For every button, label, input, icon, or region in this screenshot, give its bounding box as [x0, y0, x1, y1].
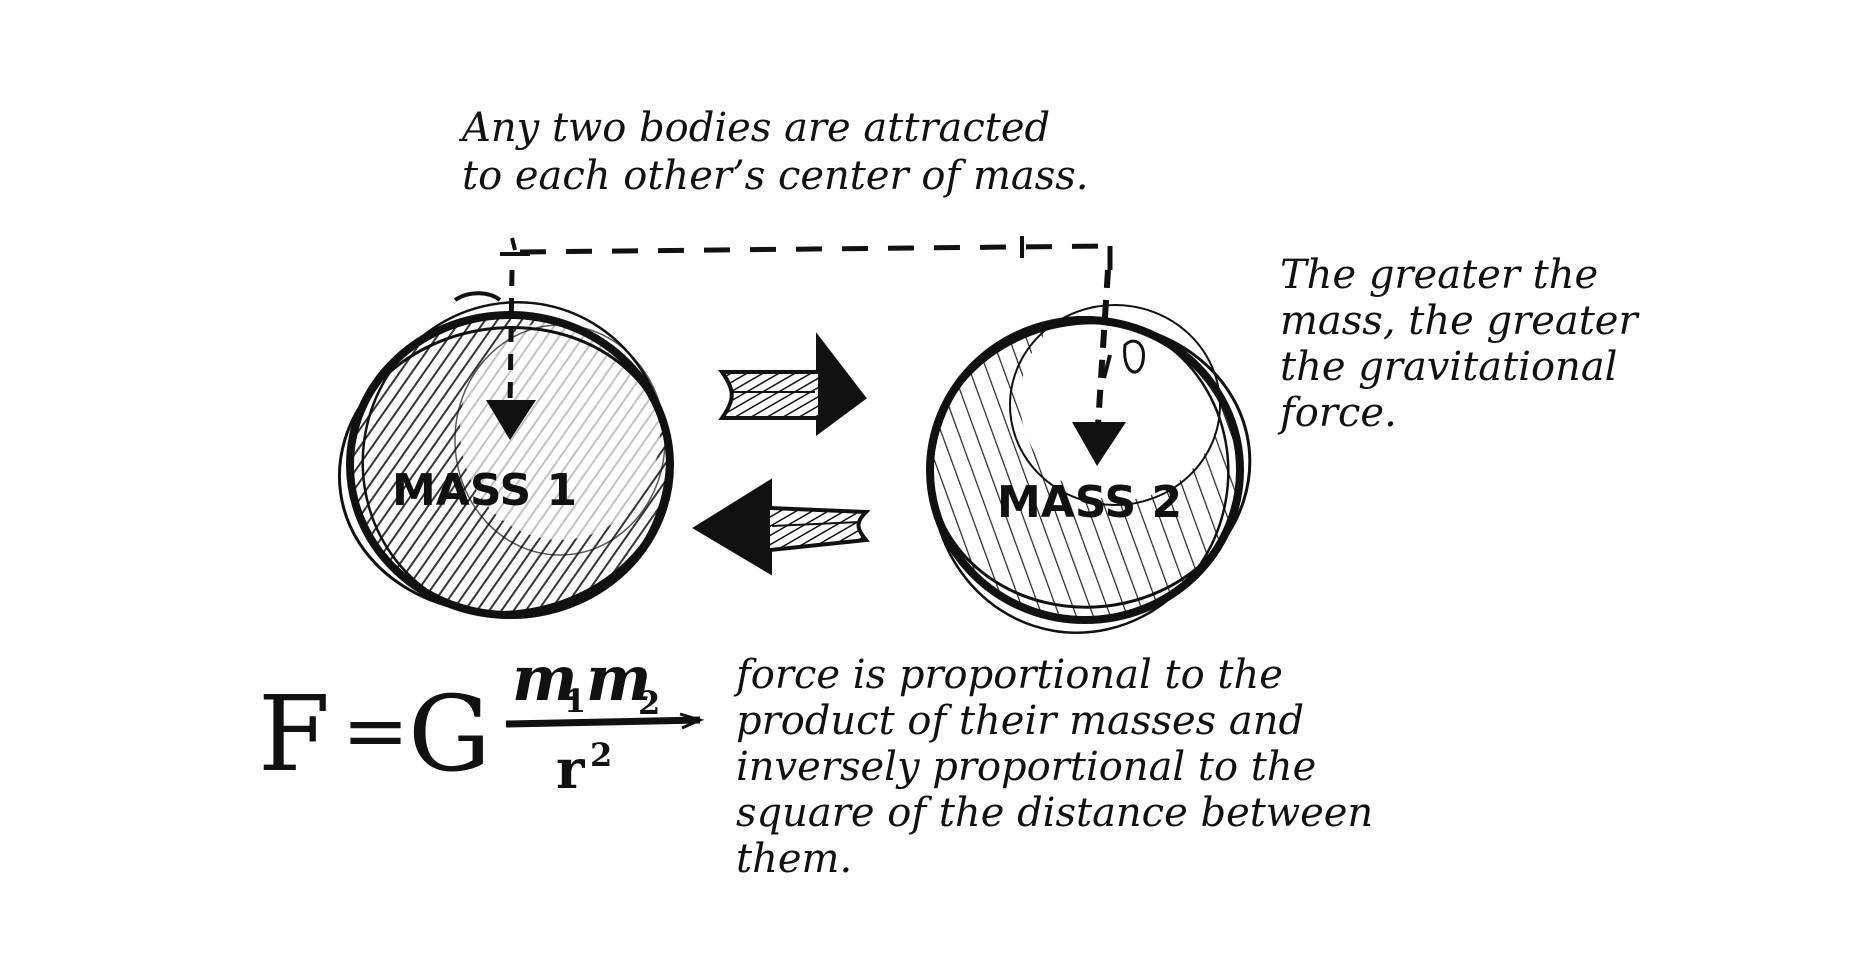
formula-distance-exponent: 2: [590, 736, 612, 774]
caption-attraction: Any two bodies are attracted to each oth…: [462, 105, 1089, 199]
formula-mass-2-symbol: m: [586, 642, 652, 715]
formula-force-symbol: F: [258, 673, 330, 795]
formula-equals-sign: =: [342, 684, 409, 777]
formula-distance-symbol: r: [556, 737, 585, 801]
mass-1-body: [337, 269, 674, 619]
center-connector-line: [500, 236, 1113, 270]
mass-2-body: [926, 269, 1252, 634]
caption-mass-effect: The greater the mass, the greater the gr…: [1280, 252, 1638, 436]
mass-1-label: MASS 1: [392, 465, 577, 516]
gravitation-formula: F = G m 1 m 2 r 2: [258, 642, 705, 801]
formula-mass-1-symbol: m: [512, 642, 578, 715]
formula-mass-2-subscript: 2: [638, 684, 660, 722]
formula-gravitational-constant: G: [408, 673, 491, 795]
caption-gravity-law: force is proportional to the product of …: [736, 652, 1374, 882]
mass-2-label: MASS 2: [997, 477, 1182, 528]
force-arrow-right: [718, 332, 867, 436]
formula-mass-1-subscript: 1: [564, 682, 586, 720]
formula-fraction-bar: [505, 716, 701, 728]
force-arrow-left: [692, 478, 871, 576]
